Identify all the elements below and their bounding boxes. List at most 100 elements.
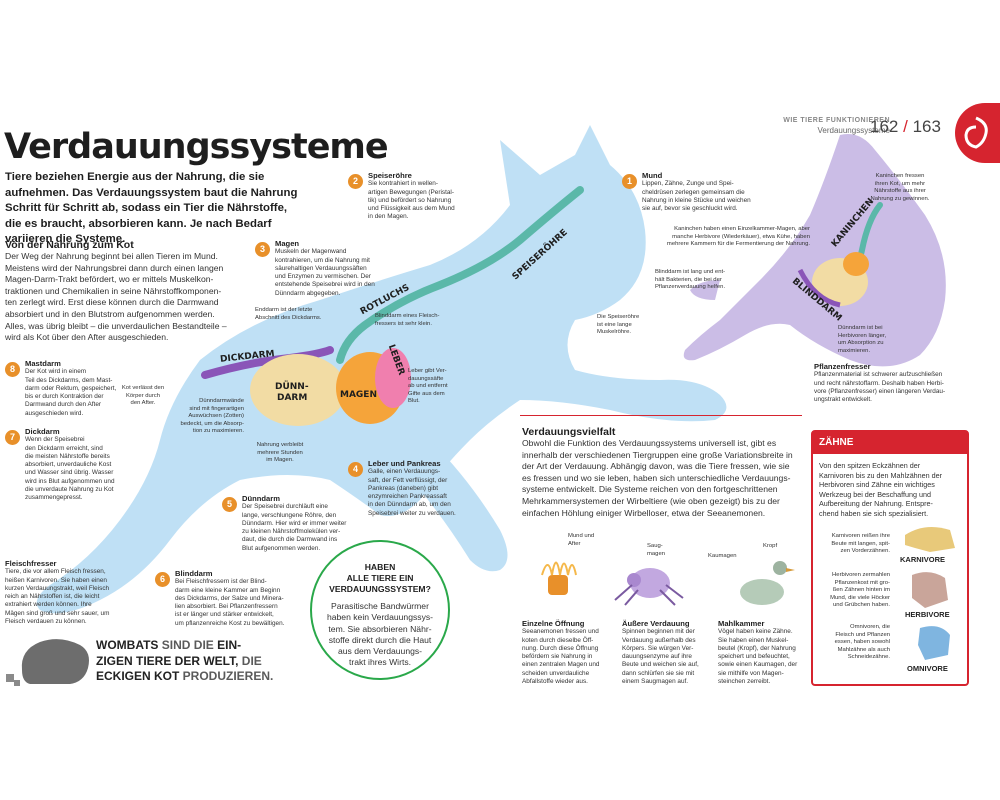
wombat-fact-text: SIND DIE xyxy=(158,638,218,652)
annotation-line: Enddarm ist der letzte xyxy=(255,307,313,313)
step-duenndarm: 5 Dünndarm Der Speisebrei durchläuft ein… xyxy=(222,494,352,553)
example-line: befördern sie Nahrung in xyxy=(522,653,593,661)
step-line: zu kleinen Nährstoffmolekülen ver- xyxy=(242,528,341,536)
page-left: 162 xyxy=(870,117,899,136)
section-line: Magen-Darm-Trakt befördert, wo er mittel… xyxy=(5,274,214,285)
wombat-fact: WOMBATS SIND DIE EIN- ZIGEN TIERE DER WE… xyxy=(96,638,296,685)
annotation-line: Nährstoffe aus ihrer xyxy=(874,188,926,195)
step-line: ausgeschieden wird. xyxy=(25,409,84,417)
annotation-line: vore (Pflanzenfresser) einen längeren Ve… xyxy=(814,387,946,395)
annotation-line: Herbivoren länger, xyxy=(838,332,887,339)
vielfalt-line: innerhalb der verschiedenen Tiergruppen … xyxy=(522,449,793,460)
karnivore-skull xyxy=(905,526,955,552)
step-line: Galle, einen Verdauungs- xyxy=(368,468,441,476)
wombat-fact-text: PRODUZIEREN. xyxy=(179,669,274,683)
vielfalt-heading: Verdauungsvielfalt xyxy=(522,426,616,438)
fleischfresser-line: Tiere, die vor allem Fleisch fressen, xyxy=(5,568,106,576)
fleischfresser-line: reich an Nährstoffen ist, die leicht xyxy=(5,593,100,601)
label-kropf: Kropf xyxy=(763,543,778,549)
step-line: bis er durch Kontraktion der xyxy=(25,393,104,401)
rabbit-organs xyxy=(797,202,883,308)
step-line: darm eine kleine Kammer am Beginn xyxy=(175,586,281,594)
step-number: 7 xyxy=(5,430,20,445)
example-line: Sie haben einen Muskel- xyxy=(718,636,789,644)
annotation-line: Kaninchen fressen xyxy=(875,173,925,179)
callout-circle: HABEN ALLE TIERE EIN VERDAUUNGSSYSTEM? P… xyxy=(310,540,450,680)
zaehne-line: Werkzeug bei der Beschaffung und xyxy=(819,489,932,499)
rabbit-annotation-magen: Kaninchen haben einen Einzelkammer-Magen… xyxy=(640,226,810,249)
step-magen: 3 Magen Muskeln der Magenwand kontrahier… xyxy=(255,239,385,298)
annotation-line: Dünndarmwände xyxy=(199,398,244,404)
annotation-enddarm: Enddarm ist der letzte Abschnitt des Dic… xyxy=(255,307,345,322)
wombat-fact-text: DIE xyxy=(238,653,262,668)
vielfalt-line: der Art der Verdauung. Abhängig davon, w… xyxy=(522,461,790,472)
step-title: Blinddarm xyxy=(175,569,213,578)
callout-title-line: ALLE TIERE EIN xyxy=(346,573,414,583)
step-number: 3 xyxy=(255,242,270,257)
example-line: Vögel haben keine Zähne. xyxy=(718,628,793,636)
annotation-line: Körper durch xyxy=(125,392,161,399)
step-line: die meisten Nährstoffe bereits xyxy=(25,452,110,460)
zaehne-line: Von den spitzen Eckzähnen der xyxy=(819,461,921,470)
section-line: Meistens wird der Nahrungsbrei dann durc… xyxy=(5,262,224,273)
step-line: sie auf, bevor sie geschluckt wird. xyxy=(642,205,738,213)
label-duenndarm-2: DARM xyxy=(277,393,308,403)
zaehne-item-line: ßen Zähnen hinten im xyxy=(832,587,890,594)
annotation-line: hält Bakterien, die bei der xyxy=(655,276,722,283)
step-leber: 4 Leber und Pankreas Galle, einen Verdau… xyxy=(348,459,463,518)
annotation-line: Gifte aus dem xyxy=(408,390,445,397)
annotation-line: Pflanzenverdauung helfen. xyxy=(655,284,726,291)
example-label-line: Mund und xyxy=(568,533,595,539)
example-line: Körpers. Sie würgen Ver- xyxy=(622,644,694,652)
annotation-line: Nahrung verbleibt xyxy=(256,442,304,448)
step-number: 4 xyxy=(348,462,363,477)
annotation-verbleib: Nahrung verbleibt mehrere Stunden im Mag… xyxy=(250,442,310,465)
section-line: traktionen und Chemikalien in seine Nähr… xyxy=(5,285,222,296)
example-line: beutel (Kropf), der Nahrung xyxy=(718,644,796,652)
callout-title-line: VERDAUUNGSSYSTEM? xyxy=(329,584,431,594)
zaehne-item-line: Karnivoren reißen ihre xyxy=(831,533,890,539)
example-line: nung. Durch diese Öffnung xyxy=(522,644,599,652)
vielfalt-line: einfachen Höhlung einiger Wirbelloser, e… xyxy=(522,507,766,518)
example-line: sowie einen Kaumagen, der xyxy=(718,661,798,669)
step-line: Dünndarm. Hier wird er immer weiter xyxy=(242,519,347,527)
example-line: Beute und weichen sie auf, xyxy=(622,661,699,669)
callout-line: Parasitische Bandwürmer xyxy=(331,601,429,611)
label-herbivore: HERBIVORE xyxy=(905,610,950,619)
step-line: saft, der Fett verflüssigt, der xyxy=(368,476,448,484)
step-line: Dünndarm abgegeben. xyxy=(275,289,341,297)
label-magen: MAGEN xyxy=(340,390,377,400)
step-line: um pflanzenreiche Kost zu bewältigen. xyxy=(175,619,285,627)
step-dickdarm: 7 Dickdarm Wenn der Speisebrei den Dickd… xyxy=(5,427,120,503)
example-line: Seeanemonen fressen und xyxy=(522,628,599,636)
step-line: Der Speisebrei durchläuft eine xyxy=(242,503,328,511)
callout-line: aus dem Verdauungs- xyxy=(337,646,423,657)
annotation-leber: Leber gibt Ver- dauungssäfte ab und entf… xyxy=(408,368,463,406)
example-line: koten durch dieselbe Öff- xyxy=(522,636,594,644)
step-title: Leber und Pankreas xyxy=(368,459,441,468)
step-line: Nahrung in kleine Stücke und weichen xyxy=(642,196,751,204)
callout-text: Parasitische Bandwürmer haben kein Verda… xyxy=(312,601,448,669)
example-line: steinchen zerreibt. xyxy=(718,678,771,686)
annotation-blinddarm: Blinddarm eines Fleisch- fressers ist se… xyxy=(375,313,465,328)
annotation-line: und recht nährstoffarm. Deshalb haben He… xyxy=(814,379,944,387)
example-line: dauungsenzyme auf ihre xyxy=(622,653,692,661)
category-label: WIE TIERE FUNKTIONIEREN xyxy=(783,117,890,124)
wombat-illustration xyxy=(21,639,89,684)
annotation-line: den After. xyxy=(130,400,156,407)
step-line: des Dickdarms, der Salze und Minera- xyxy=(175,594,284,602)
section-divider xyxy=(520,415,802,416)
label-saugmagen: Saug- magen xyxy=(647,543,677,558)
wombat-fact-strong: ECKIGEN KOT xyxy=(96,669,180,683)
step-title: Dünndarm xyxy=(242,494,280,503)
step-line: Darmwand durch den After xyxy=(25,401,102,409)
step-line: Der Kot wird in einem xyxy=(25,368,87,376)
step-line: Blut aufgenommen werden. xyxy=(242,544,321,552)
step-line: entstehende Speisebrei wird in den xyxy=(275,281,375,289)
step-line: daut, die durch die Darmwand ins xyxy=(242,536,338,544)
step-line: Teil des Dickdarms, dem Mast- xyxy=(25,376,113,384)
vielfalt-line: systeme entwickelt. Die Systeme reichen … xyxy=(522,484,778,495)
vielfalt-body: Obwohl die Funktion des Verdauungssystem… xyxy=(522,438,807,519)
annotation-line: Muskelröhre. xyxy=(597,329,632,336)
fleischfresser-title: Fleischfresser xyxy=(5,559,57,568)
